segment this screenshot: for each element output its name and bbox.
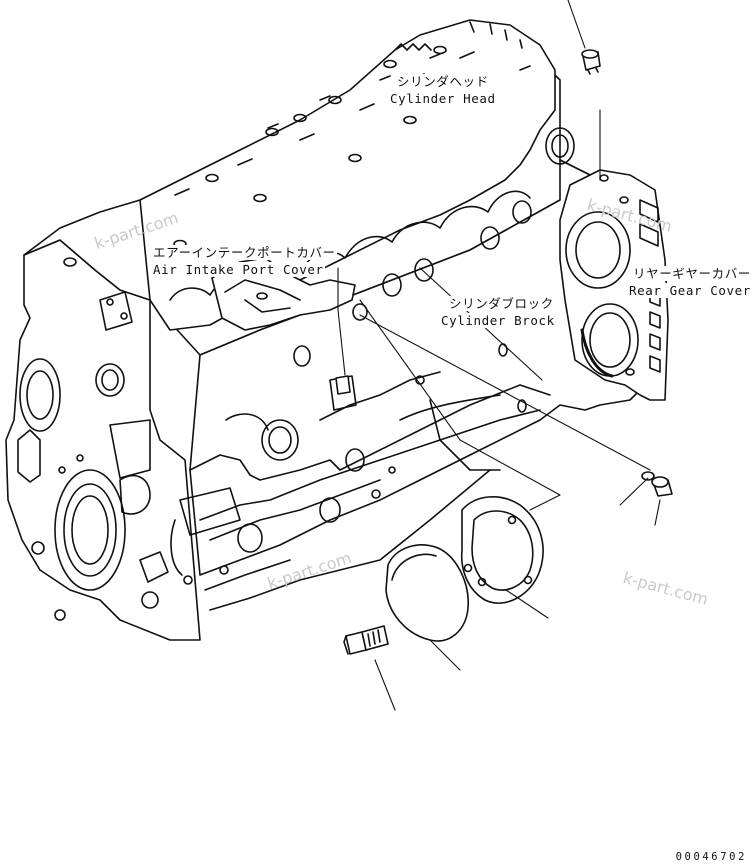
head-top-ridges bbox=[394, 21, 523, 51]
gasket bbox=[460, 495, 544, 604]
rear-plug bbox=[651, 476, 673, 497]
leader-lines bbox=[337, 0, 661, 711]
cover-plate bbox=[385, 544, 469, 642]
air-intake-label-en: Air Intake Port Cover bbox=[152, 262, 325, 277]
cylinder-block-label-en: Cylinder Brock bbox=[440, 313, 556, 328]
cylinder-block-label-jp: シリンダブロック bbox=[448, 296, 555, 311]
cylinder-head-label-en: Cylinder Head bbox=[389, 91, 497, 106]
rear-gear-label-en: Rear Gear Cover bbox=[628, 283, 752, 298]
rear-gear-label-jp: リヤーギヤーカバー bbox=[632, 266, 752, 281]
rear-cover-opening-upper-inner bbox=[575, 221, 621, 279]
right-boss bbox=[545, 127, 575, 165]
bolt bbox=[343, 625, 389, 655]
rear-cover-ribs bbox=[599, 174, 661, 376]
air-intake-label-jp: エアーインテークポートカバー bbox=[152, 245, 337, 260]
drawing-code: 00046702 bbox=[675, 851, 747, 863]
rear-cover-opening-upper bbox=[565, 211, 631, 289]
front-face-details bbox=[17, 291, 169, 621]
crankcase-details bbox=[170, 371, 551, 611]
cylinder-head-label-jp: シリンダヘッド bbox=[396, 74, 490, 89]
head-plug bbox=[581, 49, 601, 75]
port-pin bbox=[335, 375, 351, 395]
side-bores bbox=[352, 200, 532, 321]
rear-ball-plug bbox=[641, 471, 655, 481]
